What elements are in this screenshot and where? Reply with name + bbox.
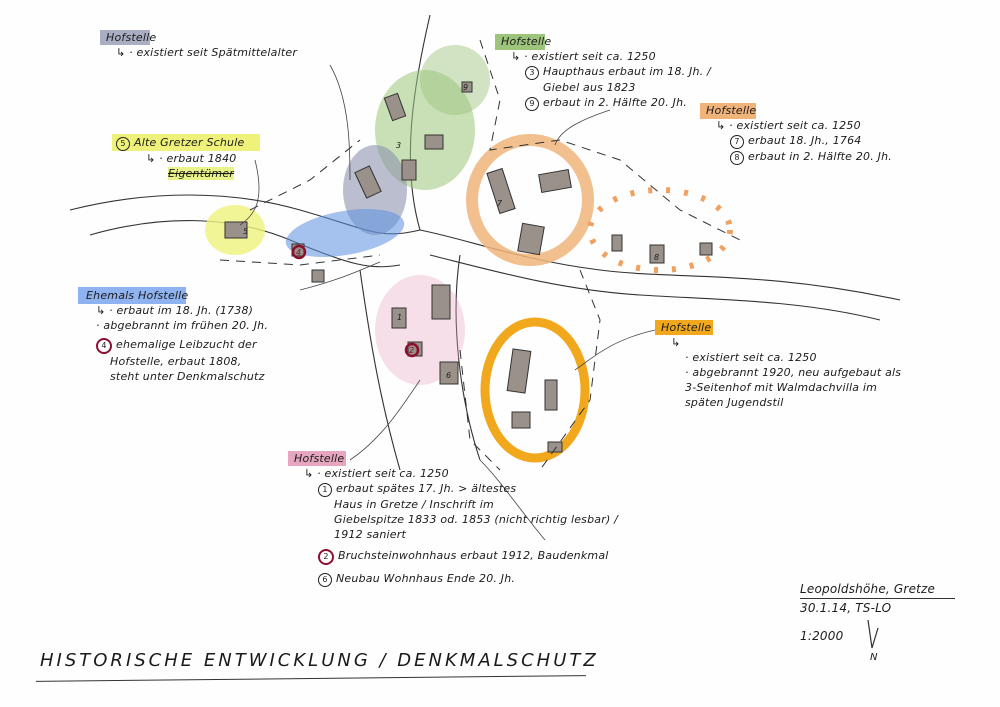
note-title: Hofstelle — [501, 35, 552, 48]
note-line: erbaut spätes 17. Jh. > ältestes — [336, 482, 517, 495]
note-title: Hofstelle — [661, 321, 712, 334]
map-label-8: 8 — [654, 253, 660, 262]
note-line: 3-Seitenhof mit Walmdachvilla im — [685, 381, 878, 394]
building-number: 1 — [318, 483, 332, 497]
note-line: · abgebrannt im frühen 20. Jh. — [96, 319, 269, 332]
scale: 1:2000 — [800, 629, 844, 643]
title-block: Leopoldshöhe, Gretze 30.1.14, TS-LO 1:20… — [800, 580, 956, 645]
zone-amber — [480, 317, 590, 463]
note-line: steht unter Denkmalschutz — [110, 370, 265, 383]
note-line: ↳ · existiert seit Spätmittelalter — [116, 46, 298, 59]
note-line: Giebel aus 1823 — [543, 81, 636, 94]
note-title: Hofstelle — [294, 452, 345, 465]
highlight-blue — [78, 287, 186, 304]
building-number: 4 — [96, 338, 112, 354]
note-line: erbaut in 2. Hälfte 20. Jh. — [748, 150, 892, 163]
highlight-orange — [700, 103, 756, 119]
road-south — [455, 254, 481, 461]
note-blue-former-hofstelle: Ehemals Hofstelle ↳ · erbaut im 18. Jh. … — [80, 288, 268, 384]
zone-orange-dotted — [587, 187, 733, 273]
note-line: Neubau Wohnhaus Ende 20. Jh. — [336, 572, 516, 585]
building-number: 5 — [116, 137, 130, 151]
note-line: ↳ · existiert seit ca. 1250 — [716, 119, 861, 132]
map-label-7: 7 — [497, 199, 503, 208]
north-arrow-icon — [867, 619, 879, 649]
note-line: · existiert seit ca. 1250 — [685, 351, 817, 364]
note-line: Haupthaus erbaut im 18. Jh. / — [543, 65, 711, 78]
note-line: Hofstelle, erbaut 1808, — [110, 355, 242, 368]
sheet-title: HISTORISCHE ENTWICKLUNG / DENKMALSCHUTZ — [40, 650, 599, 671]
note-line: erbaut 18. Jh., 1764 — [748, 134, 862, 147]
buildings — [224, 81, 713, 453]
note-line: Giebelspitze 1833 od. 1853 (nicht richti… — [334, 513, 619, 526]
road-east-north-edge — [419, 229, 901, 301]
building-number: 9 — [525, 97, 539, 111]
zone-orange — [466, 134, 594, 266]
note-gray-hofstelle: Hofstelle ↳ · existiert seit Spätmittela… — [100, 30, 297, 60]
map-label-9: 9 — [463, 83, 469, 92]
highlight-yellow — [112, 134, 260, 151]
road-east-south-edge — [429, 254, 881, 321]
map-label-5: 5 — [243, 227, 249, 236]
map-label-3: 3 — [396, 141, 402, 150]
zone-green-north — [420, 45, 490, 115]
highlight-gray — [100, 30, 150, 45]
highlight-pink — [288, 451, 346, 466]
note-line: ↳ · existiert seit ca. 1250 — [511, 50, 656, 63]
highlight-green — [495, 34, 545, 50]
note-line: ↳ · erbaut 1840 — [146, 152, 237, 165]
note-line: Bruchsteinwohnhaus erbaut 1912, Baudenkm… — [338, 549, 609, 562]
note-title: Hofstelle — [106, 31, 157, 44]
building-number: 8 — [730, 151, 744, 165]
note-line: · abgebrannt 1920, neu aufgebaut als — [685, 366, 902, 379]
north-label: N — [870, 652, 878, 663]
note-line: 1912 saniert — [334, 528, 406, 541]
date-author: 30.1.14, TS-LO — [800, 601, 892, 615]
red-marker-4 — [291, 244, 307, 260]
map-label-6: 6 — [446, 371, 452, 380]
note-line: ehemalige Leibzucht der — [116, 338, 257, 351]
note-line: ↳ · existiert seit ca. 1250 — [304, 467, 449, 480]
boundary-lines — [219, 39, 741, 471]
note-line-struck: Eigentümer — [168, 167, 235, 180]
note-line: ↳ — [671, 336, 681, 349]
note-title: Alte Gretzer Schule — [134, 136, 245, 149]
road-south-west — [359, 269, 401, 471]
building-number: 7 — [730, 135, 744, 149]
note-line: späten Jugendstil — [685, 396, 784, 409]
highlight-amber — [655, 320, 713, 335]
note-line: ↳ · erbaut im 18. Jh. (1738) — [96, 304, 254, 317]
note-title: Ehemals Hofstelle — [86, 289, 189, 302]
map-label-2: 2 — [409, 346, 415, 355]
note-amber-hofstelle: Hofstelle ↳ · existiert seit ca. 1250 · … — [655, 320, 901, 410]
building-number: 2 — [318, 549, 334, 565]
red-marker-2 — [404, 342, 420, 358]
building-number: 6 — [318, 573, 332, 587]
note-yellow-school: 5 Alte Gretzer Schule ↳ · erbaut 1840 Eig… — [116, 135, 244, 181]
note-line: Haus in Gretze / Inschrift im — [334, 498, 494, 511]
place-name: Leopoldshöhe, Gretze — [800, 580, 956, 599]
note-line: erbaut in 2. Hälfte 20. Jh. — [543, 96, 687, 109]
building-number: 3 — [525, 66, 539, 80]
note-title: Hofstelle — [706, 104, 757, 117]
leader-lines — [239, 64, 656, 541]
zone-blue — [285, 208, 405, 258]
map-label-4: 4 — [296, 248, 302, 257]
road-west-south-edge — [89, 220, 401, 268]
map-label-1: 1 — [397, 313, 403, 322]
